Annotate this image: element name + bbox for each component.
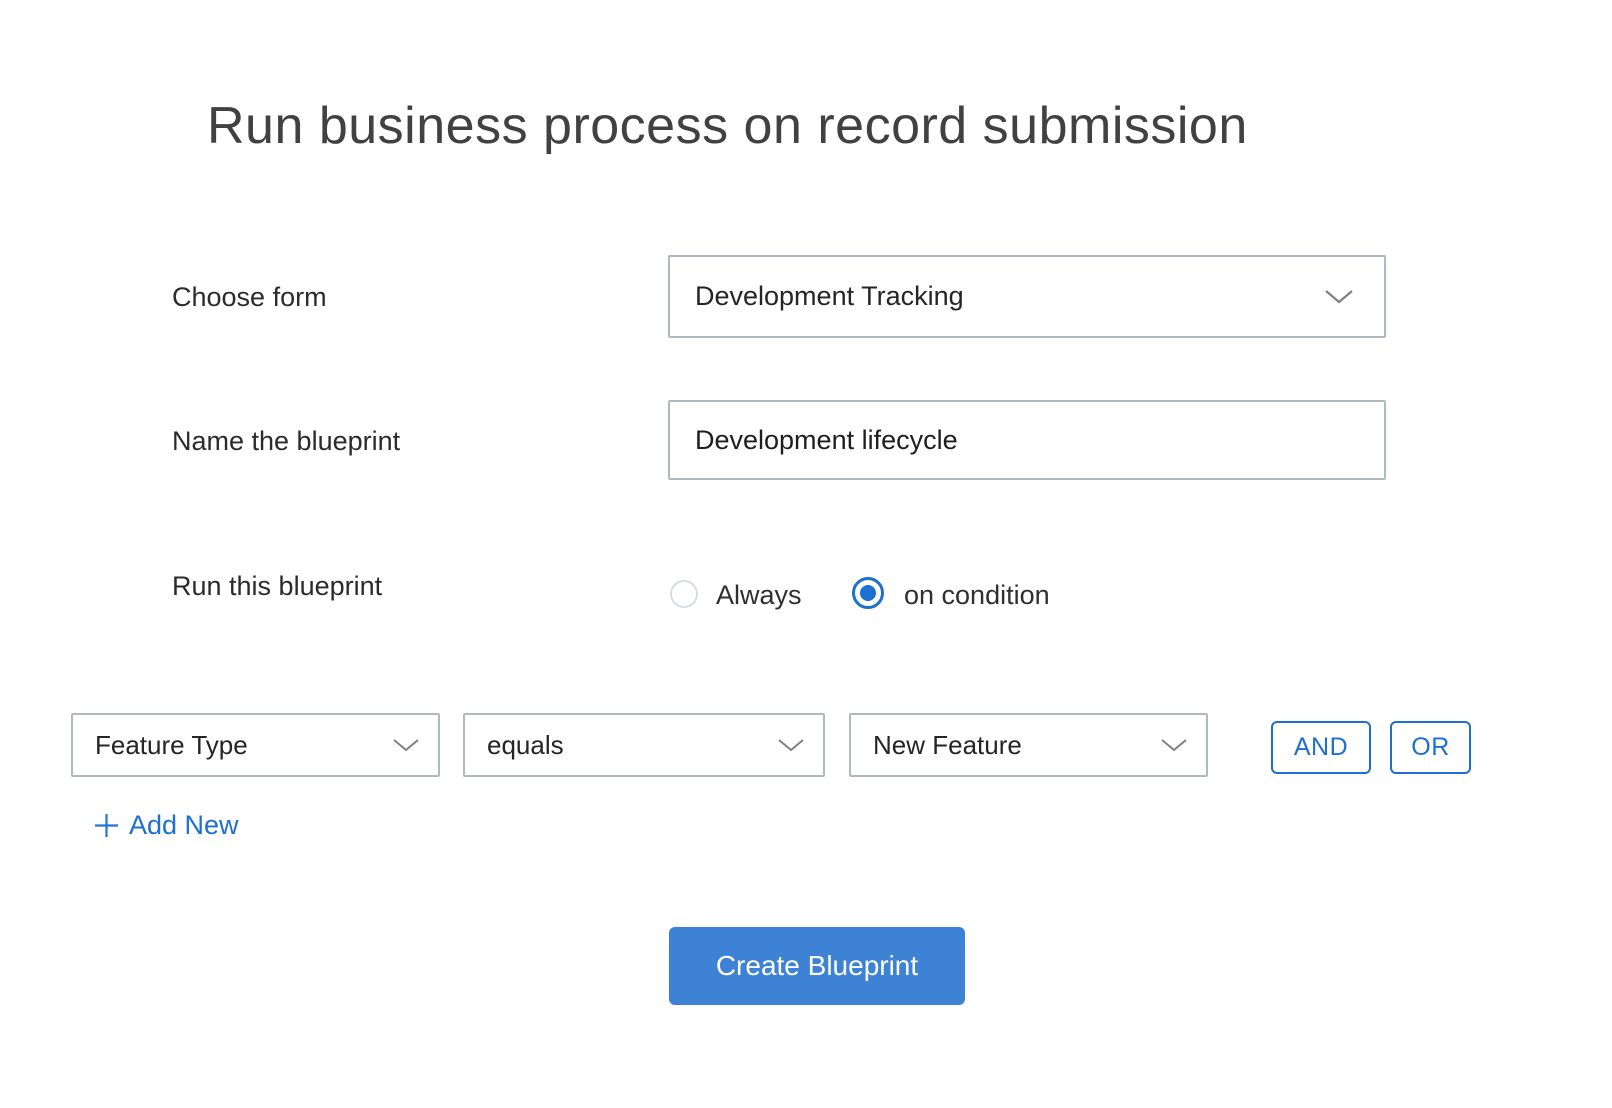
radio-always[interactable] [670,580,698,608]
choose-form-select[interactable]: Development Tracking [668,255,1386,338]
run-blueprint-label: Run this blueprint [172,571,383,601]
chevron-down-icon [1160,738,1188,752]
or-button[interactable]: OR [1390,721,1471,774]
blueprint-name-input[interactable] [668,400,1386,480]
condition-value-value: New Feature [873,729,1022,760]
create-blueprint-button[interactable]: Create Blueprint [669,927,965,1005]
plus-icon [93,812,120,839]
condition-field-value: Feature Type [95,729,248,760]
and-button[interactable]: AND [1271,721,1371,774]
chevron-down-icon [392,738,420,752]
condition-operator-value: equals [487,729,564,760]
radio-on-condition-label[interactable]: on condition [904,580,1050,610]
radio-always-label[interactable]: Always [716,580,802,610]
blueprint-name-label: Name the blueprint [172,426,401,456]
condition-field-select[interactable]: Feature Type [71,713,440,777]
condition-value-select[interactable]: New Feature [849,713,1208,777]
choose-form-label: Choose form [172,282,327,312]
radio-selected-dot [860,585,876,601]
add-new-link[interactable]: Add New [93,810,239,841]
chevron-down-icon [1324,289,1354,305]
add-new-label: Add New [129,810,239,840]
chevron-down-icon [777,738,805,752]
choose-form-selected-value: Development Tracking [695,281,964,311]
condition-operator-select[interactable]: equals [463,713,825,777]
radio-on-condition[interactable] [852,577,884,609]
page-title: Run business process on record submissio… [207,97,1248,155]
